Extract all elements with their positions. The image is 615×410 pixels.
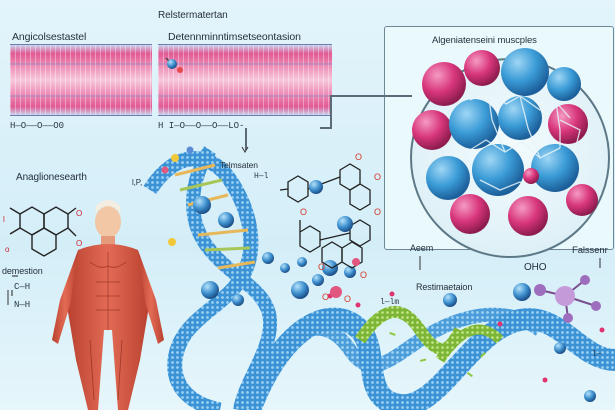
svg-text:O: O	[360, 270, 367, 280]
protein-cluster	[412, 48, 598, 236]
restimaetaion-label: Restimaetaion	[416, 282, 473, 292]
svg-text:O: O	[355, 152, 362, 162]
svg-text:O: O	[344, 294, 351, 304]
oho-label: OHO	[524, 262, 547, 273]
chemical-structure-center	[279, 163, 371, 269]
hexagon-structure-left	[9, 206, 77, 257]
muscle-figure	[52, 200, 164, 410]
left-membrane-label: Angicolsestastel	[12, 31, 87, 43]
tetrahedral-molecule	[513, 275, 601, 323]
membrane-left	[10, 44, 152, 116]
chain-left: H—O——O——O0	[10, 121, 65, 131]
svg-text:o: o	[5, 245, 10, 254]
anaglionesearth-label: Anaglionesearth	[16, 172, 87, 183]
telmsaten-label: Telmsaten	[220, 160, 258, 170]
svg-text:O: O	[300, 207, 307, 217]
aeem-label: Aeem	[410, 243, 434, 253]
hl-label: H—l	[254, 172, 269, 181]
svg-text:O: O	[76, 209, 82, 218]
ch-label: C—H	[14, 282, 31, 292]
bar2-label: l—	[592, 350, 602, 359]
connector-line-h2	[320, 127, 332, 129]
top-center-label: Relstermatertan	[158, 10, 228, 21]
connector-arrow-line	[245, 128, 247, 150]
nh-label: N—H	[14, 300, 31, 310]
demestion-label: demestion	[2, 266, 43, 276]
center-molecule-balls	[262, 180, 360, 298]
svg-text:O: O	[322, 292, 329, 302]
svg-text:O: O	[374, 172, 381, 182]
svg-text:O: O	[76, 239, 82, 248]
svg-text:O: O	[318, 262, 325, 272]
connector-line-v	[330, 95, 332, 127]
center-membrane-label: Detennminntimsetseontasion	[168, 31, 301, 43]
falssenr-label: Falssenr	[572, 245, 608, 256]
svg-text:l: l	[3, 215, 5, 224]
chain-center: H I—O——O——O——LO-	[158, 121, 245, 131]
protein-helix-right	[239, 260, 615, 410]
arrow-markers	[7, 146, 601, 305]
svg-text:O: O	[374, 207, 381, 217]
lp-label: l,P,	[132, 178, 143, 187]
left-bonds	[11, 275, 18, 296]
panel-title: Algeniatenseini muscples	[432, 35, 537, 46]
dna-helix	[143, 146, 278, 410]
bars-label: l—lm	[380, 298, 400, 307]
membrane-molecule	[165, 57, 183, 73]
connector-line-h	[332, 95, 412, 97]
membrane-center	[158, 44, 332, 116]
